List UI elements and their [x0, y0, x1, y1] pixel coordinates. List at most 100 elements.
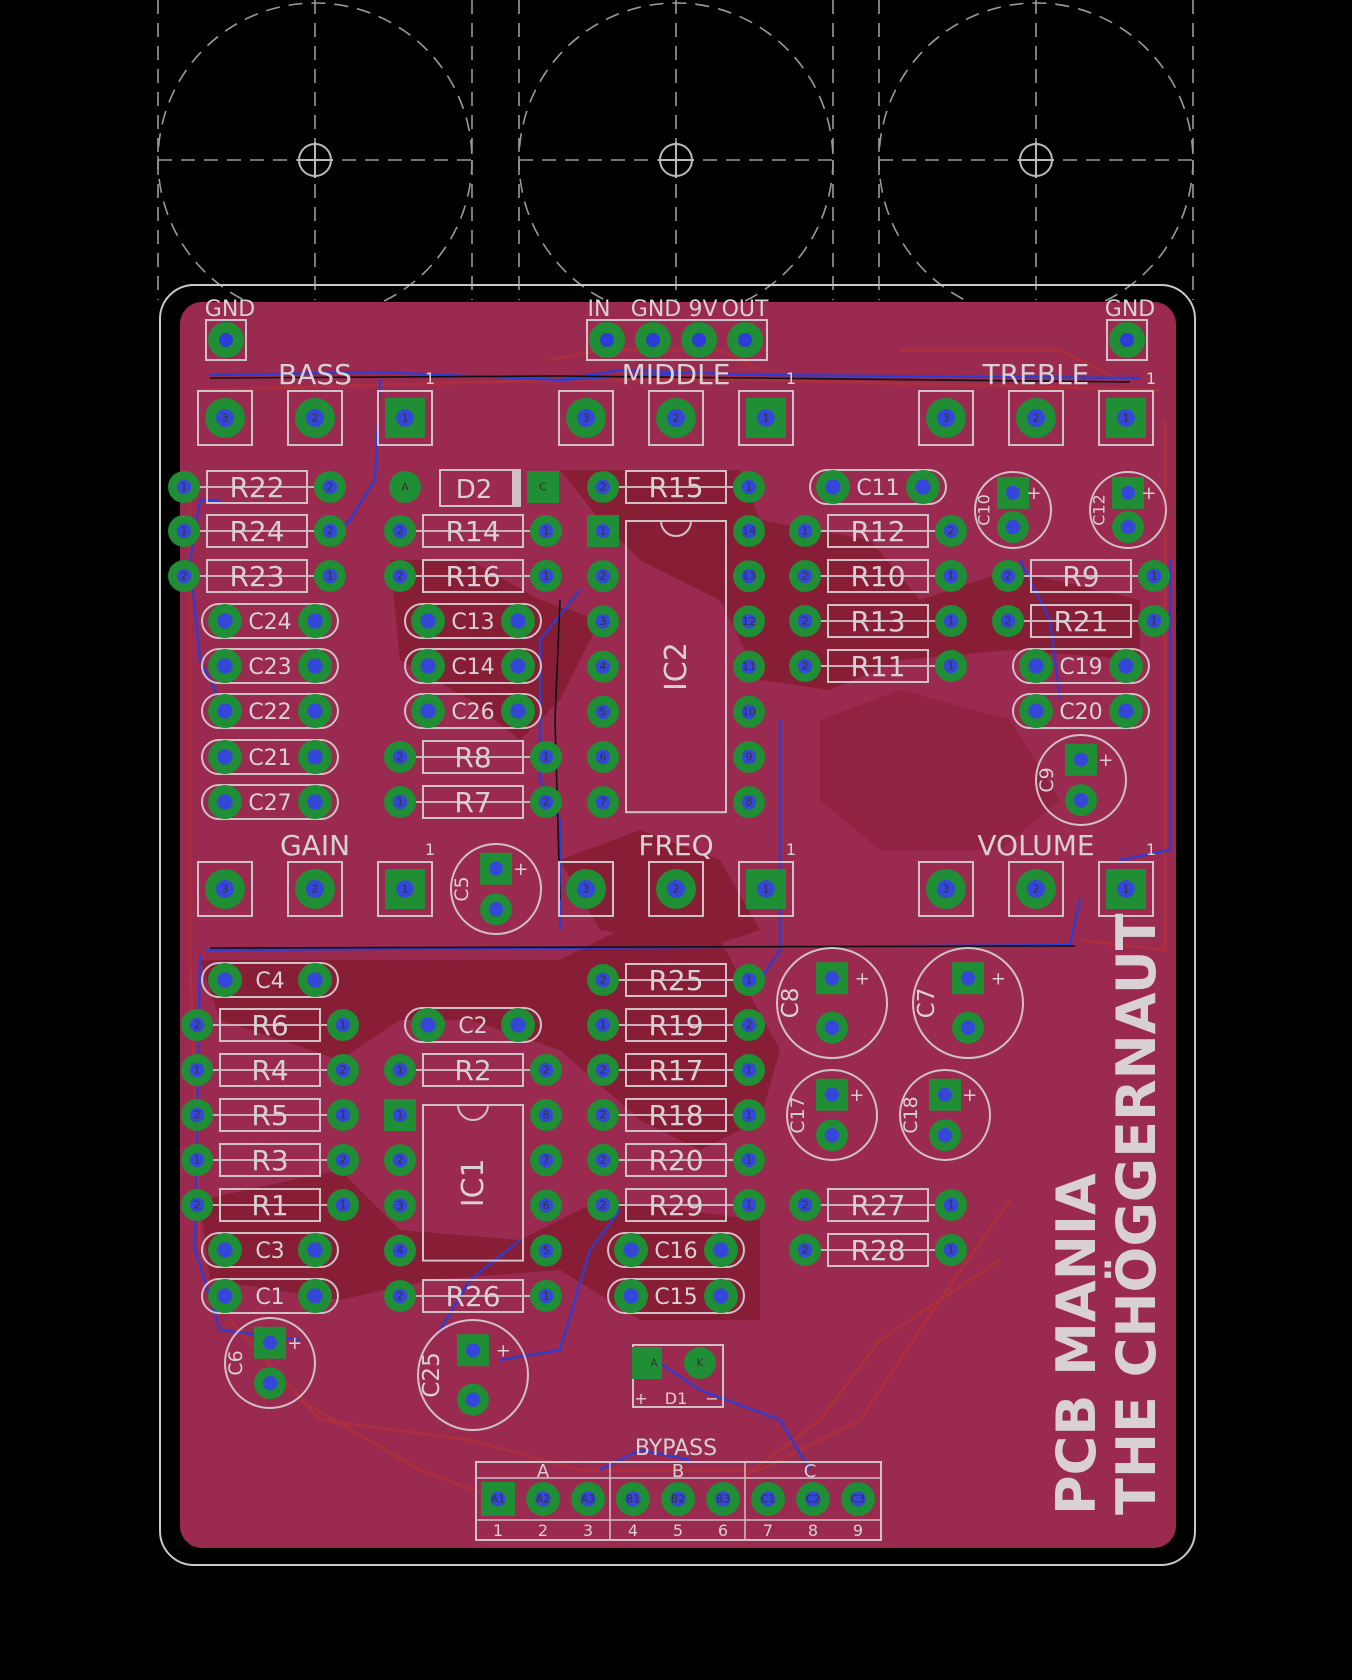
resistor-r19-label: R19: [648, 1009, 703, 1042]
e-cap-c5-plus-mark: +: [513, 859, 528, 880]
film-cap-c20[interactable]: C20: [1012, 693, 1150, 729]
e-cap-c25[interactable]: +C25: [417, 1319, 529, 1431]
e-cap-c12[interactable]: +C12: [1089, 471, 1167, 549]
film-cap-c1-label: C1: [255, 1285, 284, 1310]
film-cap-c21-pin-left-drill: [217, 749, 233, 765]
e-cap-c8[interactable]: +C8: [776, 947, 888, 1059]
pot-middle-pin1-mark: 1: [786, 369, 796, 388]
e-cap-c6[interactable]: +C6: [224, 1317, 316, 1409]
film-cap-c24[interactable]: C24: [201, 603, 339, 639]
film-cap-c14[interactable]: C14: [404, 648, 542, 684]
resistor-r14-pin-right-label: 1: [543, 525, 550, 538]
e-cap-c6-outline: [224, 1317, 316, 1409]
resistor-r24-pin-left-label: 1: [181, 525, 188, 538]
e-cap-c7[interactable]: +C7: [912, 947, 1024, 1059]
e-cap-c17[interactable]: +C17: [786, 1069, 878, 1161]
io-pad-gnd[interactable]: [635, 322, 671, 358]
film-cap-c3[interactable]: C3: [201, 1232, 339, 1268]
ic-ic2-pin-9-drill: [741, 749, 757, 765]
e-cap-c5-pin-plus-drill: [488, 861, 504, 876]
film-cap-c1[interactable]: C1: [201, 1278, 339, 1314]
io-pad-in[interactable]: [589, 322, 625, 358]
film-cap-c4[interactable]: C4: [201, 962, 339, 998]
e-cap-c10-outline: [974, 471, 1052, 549]
footswitch-pin-b2-drill: [670, 1491, 686, 1507]
ic-ic1-pin-3-label: 3: [397, 1199, 404, 1212]
diode-d1[interactable]: A K + D1 −: [632, 1344, 724, 1408]
film-cap-c27[interactable]: C27: [201, 784, 339, 820]
resistor-r9-pin-left-label: 2: [1005, 570, 1012, 583]
ic-ic2-pin-9-label: 9: [746, 751, 753, 764]
e-cap-c10[interactable]: +C10: [974, 471, 1052, 549]
e-cap-c9[interactable]: +C9: [1035, 734, 1127, 826]
e-cap-c12-outline: [1089, 471, 1167, 549]
e-cap-c18[interactable]: +C18: [899, 1069, 991, 1161]
io-pad-9v[interactable]: [681, 322, 717, 358]
footswitch-pin-b1-drill: [625, 1491, 641, 1507]
film-cap-c16[interactable]: C16: [607, 1232, 745, 1268]
resistor-r1-pin-right-label: 1: [340, 1199, 347, 1212]
ic-ic1-pin-8-label: 8: [543, 1109, 550, 1122]
film-cap-c1-pin-left-drill: [217, 1288, 233, 1304]
diode-d2[interactable]: A C D2: [389, 469, 559, 507]
power-io-header[interactable]: IN GND 9V OUT: [586, 297, 769, 361]
resistor-r3-body: [219, 1143, 321, 1177]
gnd-right-connector[interactable]: GND: [1105, 297, 1155, 361]
film-cap-c26[interactable]: C26: [404, 693, 542, 729]
film-cap-c21[interactable]: C21: [201, 739, 339, 775]
film-cap-c19[interactable]: C19: [1012, 648, 1150, 684]
resistor-r5-body: [219, 1098, 321, 1132]
io-pad-out[interactable]: [727, 322, 763, 358]
film-cap-c15[interactable]: C15: [607, 1278, 745, 1314]
e-cap-c5[interactable]: +C5: [450, 843, 542, 935]
film-cap-c11[interactable]: C11: [809, 469, 947, 505]
ic-ic1-pin-6-drill: [538, 1198, 554, 1213]
resistor-r6-pin-right-label: 1: [340, 1019, 347, 1032]
film-cap-c2[interactable]: C2: [404, 1007, 542, 1043]
film-cap-c13[interactable]: C13: [404, 603, 542, 639]
film-cap-c23[interactable]: C23: [201, 648, 339, 684]
gnd-left-connector[interactable]: GND: [205, 297, 255, 361]
film-cap-c22[interactable]: C22: [201, 693, 339, 729]
resistor-r20-pin-right-drill: [741, 1152, 757, 1168]
